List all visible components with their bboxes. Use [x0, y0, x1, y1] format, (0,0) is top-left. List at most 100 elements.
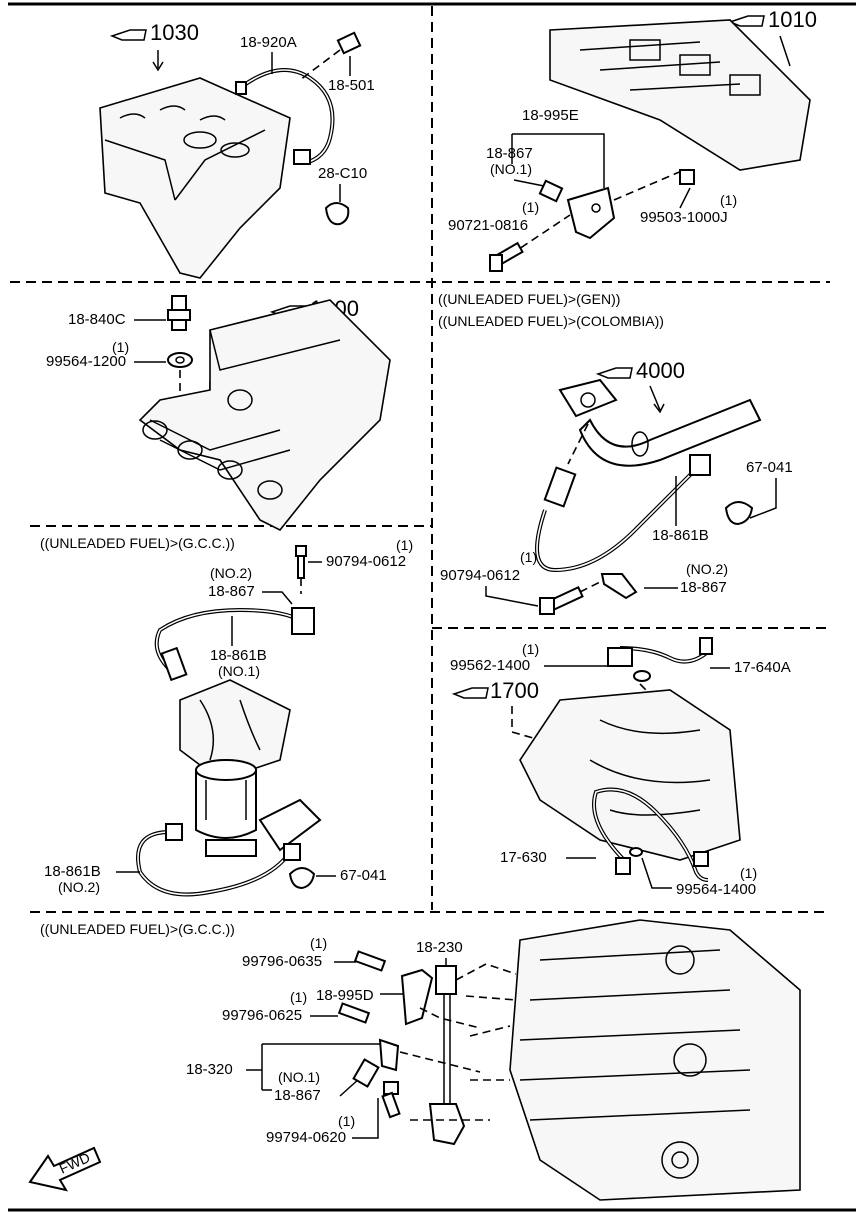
label-90721-0816: 90721-0816: [448, 217, 528, 234]
section-1700: (1) 99562-1400 17-640A 1700 17-63: [450, 637, 791, 898]
label-67-041: 67-041: [746, 459, 793, 476]
label-no1: (NO.1): [490, 161, 532, 177]
note-gcc-b: ((UNLEADED FUEL)>(G.C.C.)): [40, 921, 235, 937]
label-no1-b: (NO.1): [218, 663, 260, 679]
label-67-041-b: 67-041: [340, 867, 387, 884]
oxygen-sensor-18-861B: [535, 423, 711, 573]
label-1-i: (1): [290, 989, 307, 1005]
bolt-99796-0635: [353, 950, 387, 972]
transmission-illustration: [519, 689, 741, 861]
ref-1700: 1700: [490, 678, 539, 703]
label-18-867-c: 18-867: [274, 1087, 321, 1104]
clip-28-C10: [324, 202, 350, 226]
bracket-18-995E: [538, 179, 616, 240]
label-1-b: (1): [522, 199, 539, 215]
label-18-995D: 18-995D: [316, 987, 374, 1004]
speedometer-cable-17-630: [592, 787, 709, 882]
cylinder-head-illustration: [549, 19, 811, 171]
sensor-rod-18-230: [428, 965, 466, 1146]
label-99794-0620: 99794-0620: [266, 1129, 346, 1146]
section-bottom-gcc: ((UNLEADED FUEL)>(G.C.C.)) 18-230 (1) 99…: [40, 919, 801, 1201]
sensor-18-867-c: [352, 1058, 380, 1088]
sensor-18-501: [299, 31, 362, 81]
hand-pointer-icon: [109, 29, 147, 41]
dashed-leaders: [399, 963, 517, 1121]
label-99564-1200: 99564-1200: [46, 353, 126, 370]
ref-4000: 4000: [636, 358, 685, 383]
label-18-867: 18-867: [486, 145, 533, 162]
bolt-99794-0620: [381, 1081, 401, 1119]
sensor-18-840C: [167, 295, 191, 331]
oxygen-sensor-gcc-no2: [136, 823, 301, 897]
bracket-18-995D: [400, 968, 434, 1026]
label-99564-1400: 99564-1400: [676, 881, 756, 898]
label-99796-0635: 99796-0635: [242, 953, 322, 970]
label-18-861B-c: 18-861B: [44, 863, 101, 880]
section-catalyst-gcc: ((UNLEADED FUEL)>(G.C.C.)) (1) 90794-061…: [40, 535, 413, 897]
ref-1030: 1030: [150, 20, 199, 45]
engine-assembly-illustration: [509, 919, 801, 1201]
hand-pointer-icon: [451, 687, 489, 699]
sensor-bracket: [600, 573, 638, 600]
label-1-j: (1): [338, 1113, 355, 1129]
label-18-867-a: 18-867: [680, 579, 727, 596]
exhaust-pipe-illustration: [558, 378, 762, 467]
washer-99564: [167, 352, 193, 368]
section-1010: 1010 18-995E 18-867 (NO.1) (1) 99503-100…: [448, 7, 817, 272]
plug-99503: [679, 169, 695, 185]
section-4000: ((UNLEADED FUEL)>(GEN)) ((UNLEADED FUEL)…: [438, 291, 793, 615]
label-1-g: (1): [740, 865, 757, 881]
bolt-90794-b: [295, 545, 307, 579]
hand-pointer-icon: [595, 367, 633, 379]
label-18-861B-b: 18-861B: [210, 647, 267, 664]
note-colombia: ((UNLEADED FUEL)>(COLOMBIA)): [438, 313, 664, 329]
label-18-501: 18-501: [328, 77, 375, 94]
label-90794-0612-a: 90794-0612: [440, 567, 520, 584]
label-18-861B-a: 18-861B: [652, 527, 709, 544]
label-18-920A: 18-920A: [240, 34, 297, 51]
exhaust-manifold-catalyst-illustration: [179, 679, 322, 857]
sensor-harness-gcc: [154, 607, 315, 682]
label-1-a: (1): [720, 192, 737, 208]
label-no1-c: (NO.1): [278, 1069, 320, 1085]
label-90794-0612-b: 90794-0612: [326, 553, 406, 570]
label-1-f: (1): [522, 641, 539, 657]
note-gcc-a: ((UNLEADED FUEL)>(G.C.C.)): [40, 535, 235, 551]
bolt-90721: [489, 241, 524, 272]
speed-sensor-harness: [607, 637, 713, 682]
label-1-c: (1): [112, 339, 129, 355]
label-1-d: (1): [520, 549, 537, 565]
ref-1010: 1010: [768, 7, 817, 32]
label-18-320: 18-320: [186, 1061, 233, 1078]
label-18-995E: 18-995E: [522, 107, 579, 124]
sensor-harness-18-920A: [235, 68, 335, 165]
bolt-99796-0625: [337, 1002, 371, 1024]
fwd-arrow-icon: FWD: [28, 1146, 102, 1192]
label-99796-0625: 99796-0625: [222, 1007, 302, 1024]
label-no2-c: (NO.2): [58, 879, 100, 895]
note-gen: ((UNLEADED FUEL)>(GEN)): [438, 291, 620, 307]
label-28-C10: 28-C10: [318, 165, 367, 182]
label-1-h: (1): [310, 935, 327, 951]
label-1-e: (1): [396, 537, 413, 553]
label-17-630: 17-630: [500, 849, 547, 866]
label-99503-1000J: 99503-1000J: [640, 209, 728, 226]
clip-67-041-b: [288, 867, 316, 890]
label-no2-a: (NO.2): [686, 561, 728, 577]
label-99562-1400: 99562-1400: [450, 657, 530, 674]
label-no2-b: (NO.2): [210, 565, 252, 581]
label-17-640A: 17-640A: [734, 659, 791, 676]
label-18-840C: 18-840C: [68, 311, 126, 328]
engine-block-illustration: [99, 77, 291, 279]
bolt-90794: [539, 585, 584, 615]
hand-pointer-icon: [727, 15, 765, 27]
section-1030: 1030 18-920A 18-501 28-C10: [99, 20, 375, 279]
sensor-bracket-18-320: [378, 1038, 400, 1072]
intake-manifold-illustration: [138, 299, 391, 532]
section-1300: 1300 18-840C (1) 99564-1200: [46, 295, 391, 532]
frame: [8, 2, 856, 1212]
label-18-867-b: 18-867: [208, 583, 255, 600]
clip-67-041: [724, 501, 754, 526]
label-18-230: 18-230: [416, 939, 463, 956]
